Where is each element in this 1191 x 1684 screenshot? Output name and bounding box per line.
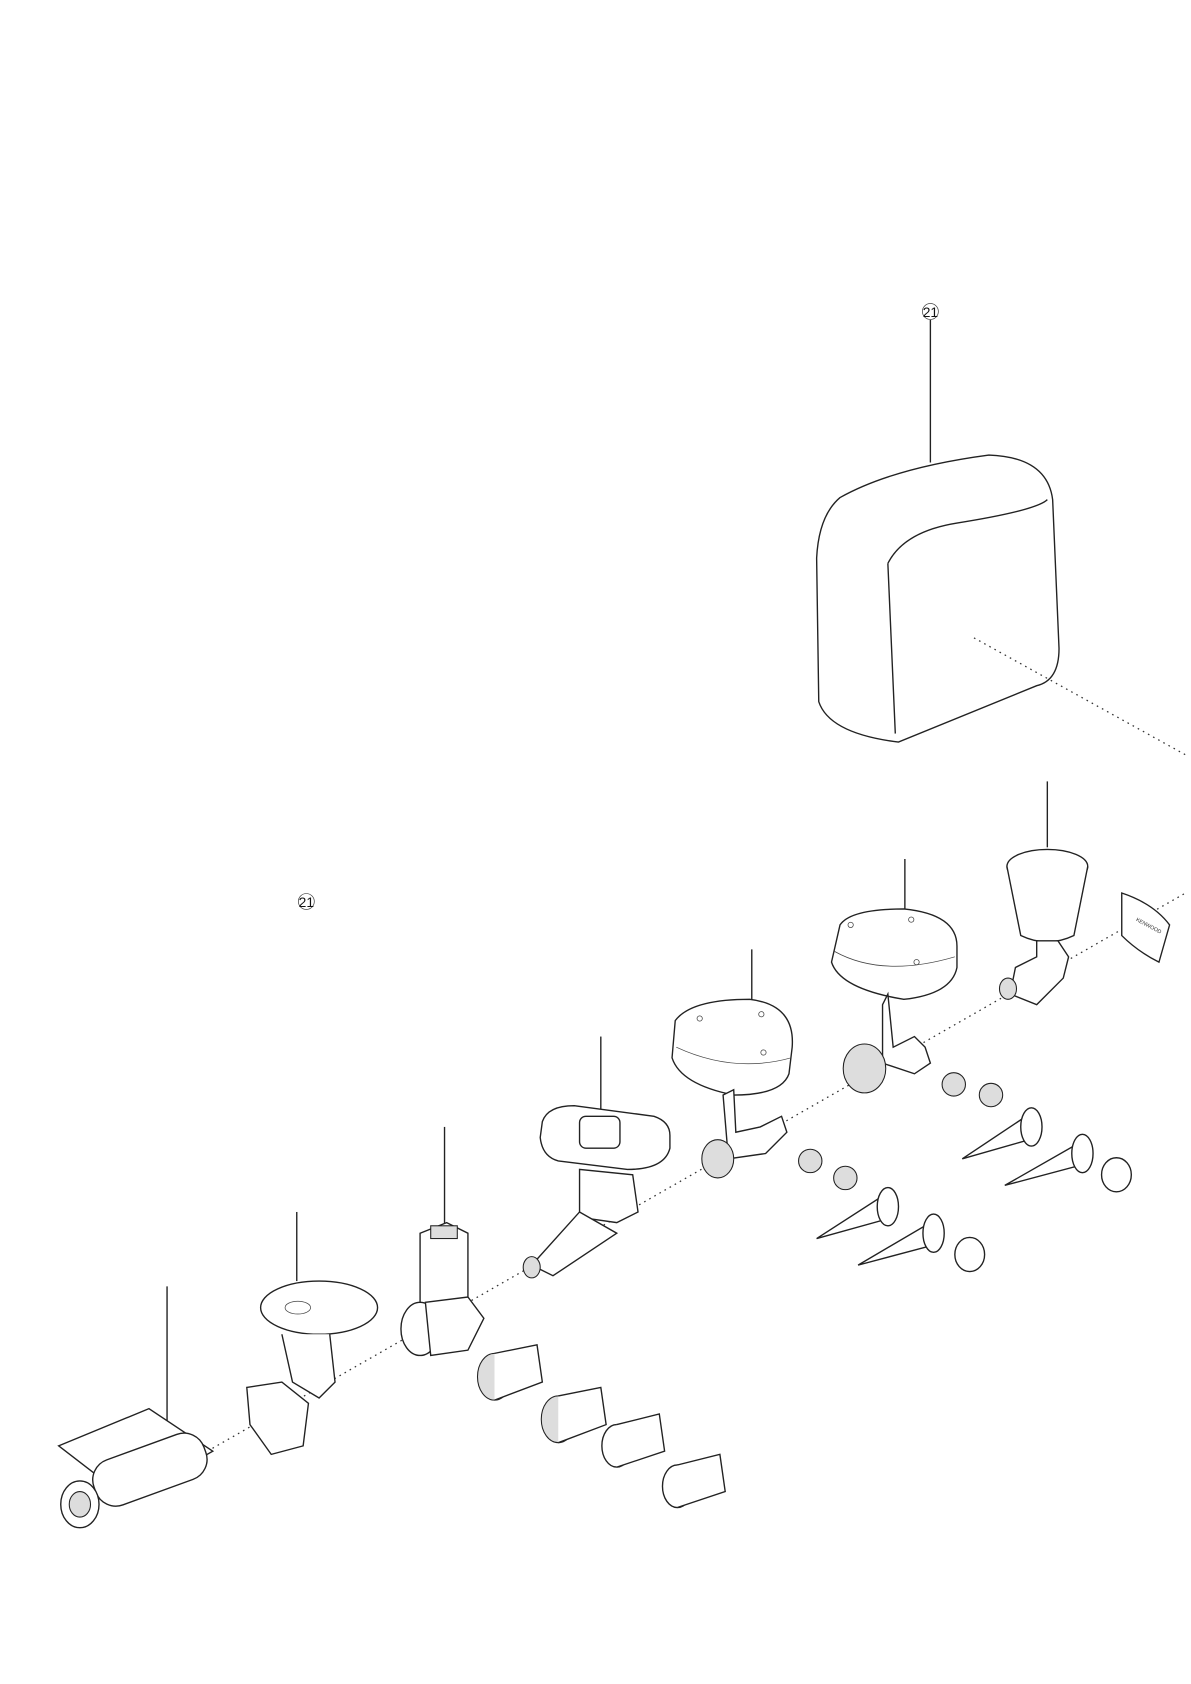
mincer-large: [832, 909, 1003, 1107]
grain-mill: [999, 849, 1087, 1004]
food-processor-tray: [247, 1281, 378, 1454]
dust-cover: [817, 455, 1186, 755]
callout-label: 21: [299, 894, 314, 910]
slicer-drums: [477, 1345, 725, 1508]
callout-21-cover: 21: [922, 304, 938, 463]
sausage-nozzles-right: [962, 1108, 1131, 1192]
callout-label: 21: [923, 304, 938, 320]
citrus-juicer: [523, 1106, 670, 1278]
pasta-roller: [59, 1409, 213, 1528]
callout-21-left: 21: [298, 894, 314, 910]
sausage-nozzles-left: [817, 1188, 985, 1272]
kenwood-pouch: KENWOOD: [1122, 893, 1170, 962]
slicer-shredder: [401, 1223, 484, 1356]
mincer-medium: [672, 999, 857, 1189]
